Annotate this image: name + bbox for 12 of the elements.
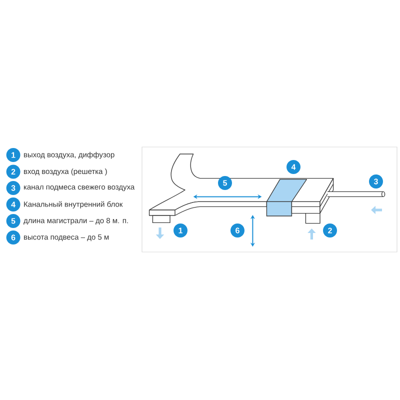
callout-number: 6 — [230, 224, 244, 238]
callout-number: 1 — [174, 224, 188, 238]
number-badge: 1 — [6, 148, 20, 162]
number-badge: 2 — [6, 164, 20, 179]
callout-number: 3 — [369, 174, 383, 188]
number-badge: 6 — [6, 230, 20, 244]
callout-number: 4 — [286, 160, 300, 174]
callout-number: 5 — [218, 176, 232, 190]
callout-number: 2 — [323, 224, 337, 238]
number-badge: 4 — [6, 198, 20, 212]
number-badge: 3 — [6, 181, 20, 195]
number-badge: 5 — [6, 214, 20, 228]
